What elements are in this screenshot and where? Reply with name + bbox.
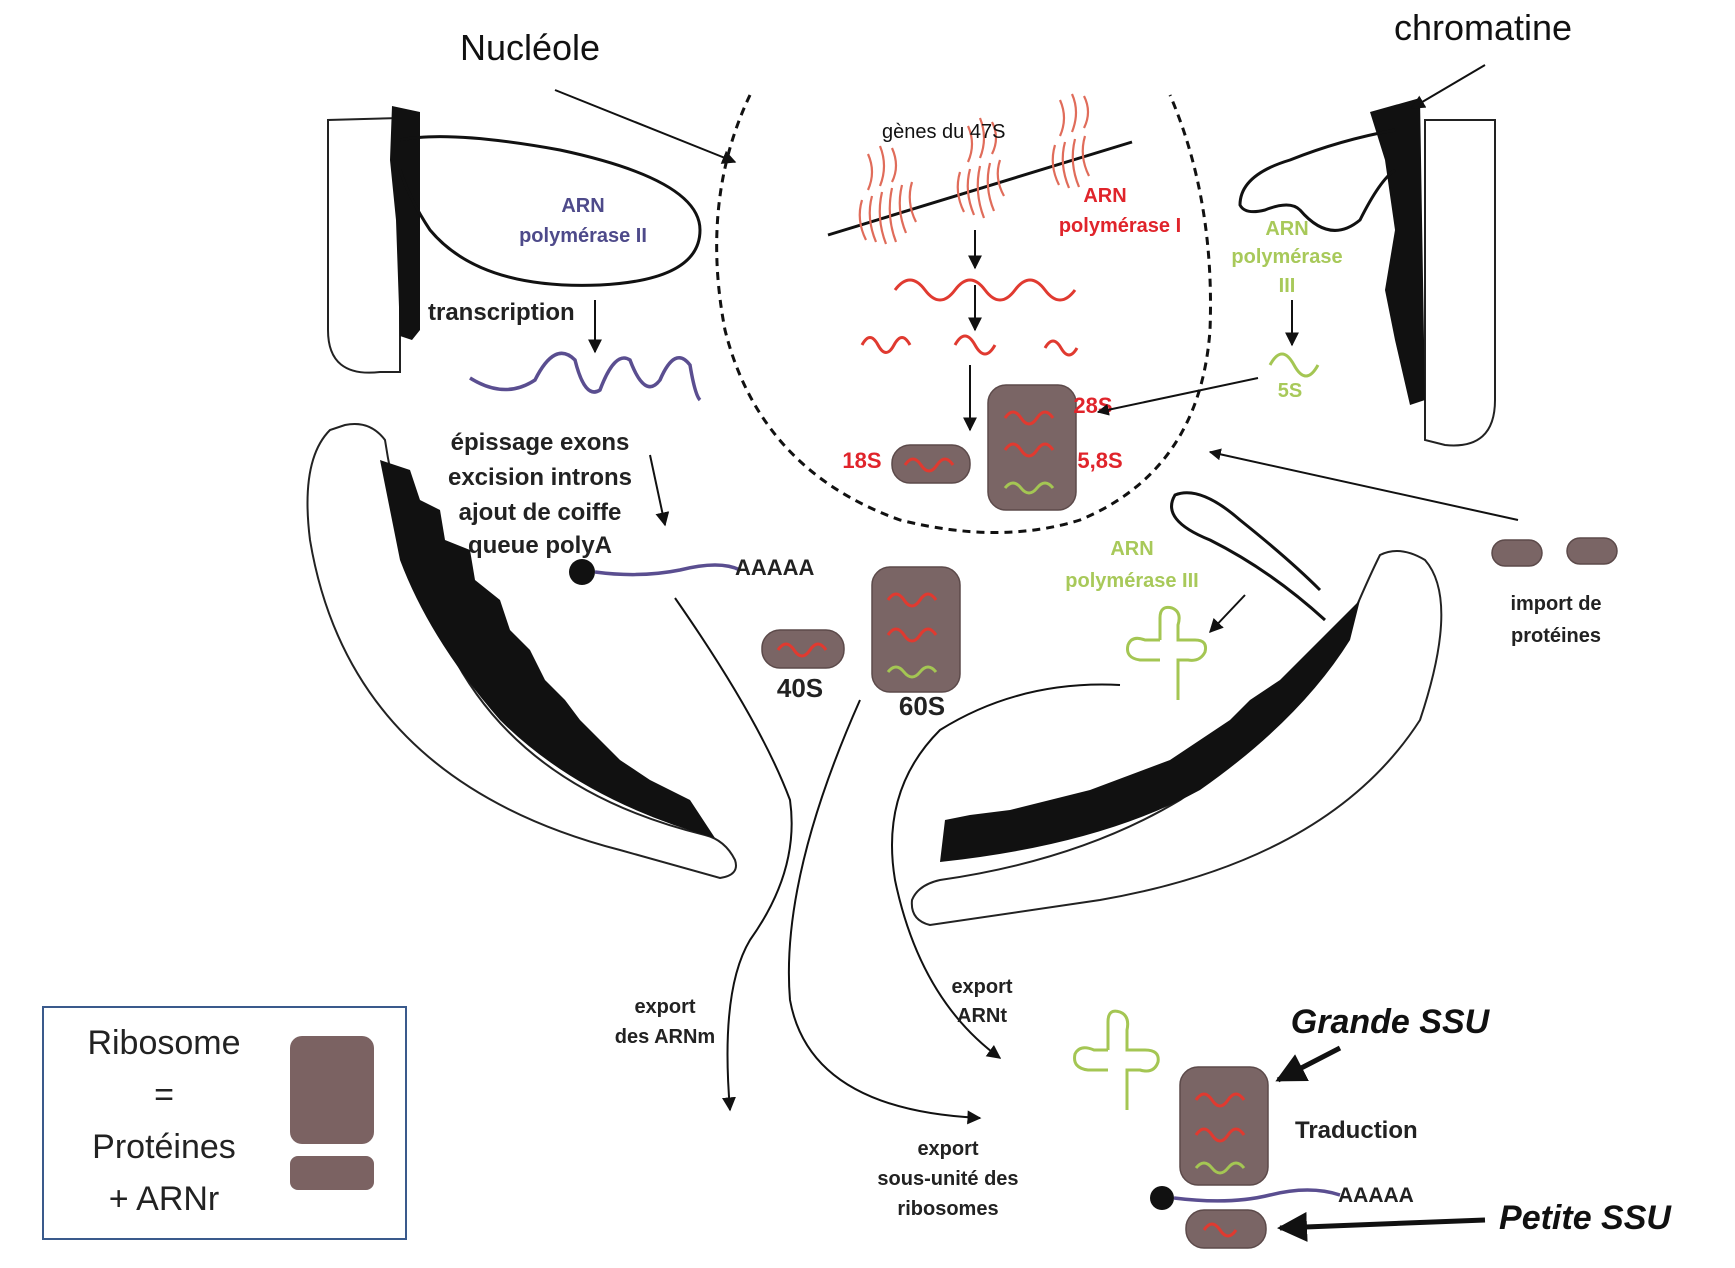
label-5-8s: 5,8S: [1077, 448, 1122, 473]
trna-nucleus: [1126, 606, 1207, 700]
legend-box: Ribosome = Protéines + ARNr: [42, 1006, 407, 1240]
rrna-fragment-left: [860, 336, 912, 354]
arrow-chromatine: [1410, 64, 1486, 109]
label-export-arnt-line1: export: [951, 976, 1012, 998]
label-export-sub-line2: sous-unité des: [877, 1168, 1018, 1190]
label-export-arnm-line2: des ARNm: [615, 1026, 715, 1048]
label-genes-47s: gènes du 47S: [882, 121, 1005, 143]
chromatin-loop-left: [398, 135, 702, 287]
ribosome-large-subunit: [1179, 1066, 1269, 1186]
arrow-splicing: [649, 454, 670, 527]
label-arn-pol2-line1: ARN: [561, 195, 604, 217]
arrow-export-trna: [891, 683, 1121, 1059]
legend-line-proteines: Protéines: [92, 1128, 236, 1166]
label-splicing-line4: queue polyA: [468, 532, 612, 559]
mrna-cap: [569, 559, 595, 585]
chromatin-loop-right: [1238, 128, 1396, 232]
subunit-40s: [761, 629, 845, 669]
label-5s: 5S: [1278, 380, 1302, 402]
label-28s: 28S: [1073, 393, 1112, 418]
nuclear-envelope-top-left: [327, 106, 420, 374]
label-splicing-line2: excision introns: [448, 464, 632, 491]
label-nucleole: Nucléole: [460, 27, 600, 68]
label-60s: 60S: [899, 691, 945, 721]
pre-mrna: [469, 351, 702, 402]
imported-protein-2: [1566, 537, 1618, 565]
nuclear-envelope-right: [910, 550, 1443, 927]
arrow-grande-ssu: [1275, 1045, 1342, 1083]
nuclear-envelope-left: [306, 423, 737, 880]
transcript-brush-1: [858, 145, 917, 245]
arrow-export-mrna: [674, 597, 793, 1112]
mrna-cap-cytoplasm: [1150, 1186, 1174, 1210]
label-chromatine: chromatine: [1394, 7, 1572, 48]
dna-47s: [827, 140, 1133, 237]
label-petite-ssu: Petite SSU: [1499, 1199, 1672, 1237]
arrow-pol3-to-trna: [1209, 594, 1246, 634]
label-splicing-line1: épissage exons: [451, 429, 630, 456]
rrna-fragment-mid: [953, 334, 997, 356]
trna-cytoplasm: [1073, 1009, 1160, 1110]
label-arn-pol1-line1: ARN: [1083, 185, 1126, 207]
legend-line-equals: =: [154, 1076, 174, 1114]
label-import-line2: protéines: [1511, 625, 1601, 647]
label-arn-pol3-top-line3: III: [1279, 275, 1296, 297]
nuclear-envelope-top-right: [1370, 98, 1496, 447]
label-arn-pol3-top-line1: ARN: [1265, 218, 1308, 240]
pre-rrna-47s: [893, 278, 1077, 302]
ribosome-small-subunit: [1185, 1209, 1267, 1249]
imported-protein-1: [1491, 539, 1543, 567]
label-export-sub-line1: export: [917, 1138, 978, 1160]
arrow-export-subunits: [787, 699, 982, 1125]
arrow-nucleole: [554, 89, 737, 164]
legend-small-subunit-swatch: [290, 1156, 374, 1190]
chromatin-loop-mid-right: [1170, 491, 1327, 622]
label-40s: 40S: [777, 673, 823, 703]
mrna-translated: [1173, 1188, 1341, 1203]
pre-40s-subunit: [891, 444, 971, 484]
transcript-brush-2: [956, 117, 1005, 219]
legend-large-subunit-swatch: [290, 1036, 374, 1144]
nucleolus-boundary: [715, 94, 1212, 534]
label-arn-pol3-mid-line1: ARN: [1110, 538, 1153, 560]
label-export-arnm-line1: export: [634, 996, 695, 1018]
rrna-fragment-right: [1043, 339, 1079, 357]
label-transcription: transcription: [428, 299, 575, 326]
legend-line-arnr: + ARNr: [108, 1180, 220, 1218]
label-export-sub-line3: ribosomes: [897, 1198, 998, 1220]
subunit-60s: [871, 566, 961, 693]
label-arn-pol2-line2: polymérase II: [519, 225, 647, 247]
label-grande-ssu: Grande SSU: [1291, 1003, 1491, 1041]
label-arn-pol1-line2: polymérase I: [1059, 215, 1181, 237]
label-arn-pol3-mid-line2: polymérase III: [1065, 570, 1198, 592]
pre-60s-subunit: [987, 384, 1077, 511]
legend-line-ribosome: Ribosome: [87, 1024, 241, 1062]
label-traduction: Traduction: [1295, 1117, 1418, 1144]
label-18s: 18S: [842, 448, 881, 473]
label-export-arnt-line2: ARNt: [957, 1005, 1007, 1027]
arrow-petite-ssu: [1277, 1211, 1486, 1242]
arrow-5s-to-60s: [1096, 377, 1259, 416]
label-polya-bottom: AAAAA: [1338, 1184, 1414, 1207]
rrna-5s: [1268, 352, 1320, 378]
label-import-line1: import de: [1510, 593, 1601, 615]
label-arn-pol3-top-line2: polymérase: [1231, 246, 1342, 268]
arrow-protein-import: [1208, 448, 1519, 521]
mature-mrna: [594, 563, 741, 577]
label-polya: AAAAA: [735, 555, 815, 580]
label-splicing-line3: ajout de coiffe: [459, 499, 622, 526]
transcript-brush-3: [1051, 93, 1090, 189]
